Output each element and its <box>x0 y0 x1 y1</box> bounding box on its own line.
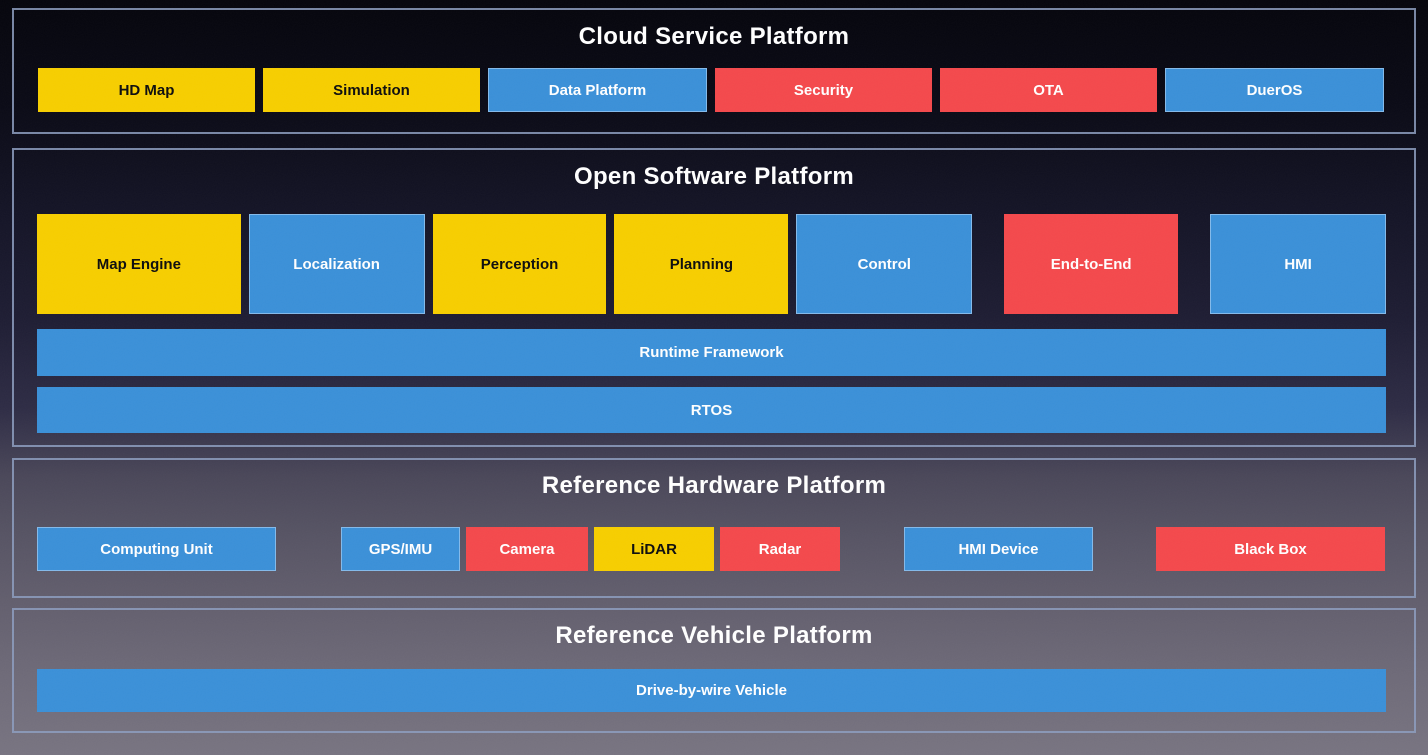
box-perception: Perception <box>432 214 607 314</box>
box-planning: Planning <box>614 214 789 314</box>
box-radar: Radar <box>720 527 840 571</box>
open-software-platform-section: Open Software Platform Map Engine Locali… <box>12 148 1416 447</box>
bar-drive-by-wire-vehicle: Drive-by-wire Vehicle <box>37 669 1386 712</box>
bar-runtime-framework: Runtime Framework <box>37 329 1386 376</box>
box-computing-unit: Computing Unit <box>37 527 276 571</box>
box-ota: OTA <box>940 68 1157 112</box>
box-lidar: LiDAR <box>594 527 714 571</box>
software-modules-row: Map Engine Localization Perception Plann… <box>37 214 1387 314</box>
hardware-items-row: Computing Unit GPS/IMU Camera LiDAR Rada… <box>37 527 1385 571</box>
box-map-engine: Map Engine <box>37 214 241 314</box>
software-section-title: Open Software Platform <box>574 163 854 190</box>
box-gps-imu: GPS/IMU <box>341 527 460 571</box>
box-end-to-end: End-to-End <box>1004 214 1179 314</box>
box-localization: Localization <box>248 214 425 314</box>
reference-vehicle-platform-section: Reference Vehicle Platform Drive-by-wire… <box>12 608 1416 733</box>
box-security: Security <box>715 68 932 112</box>
box-simulation: Simulation <box>263 68 480 112</box>
cloud-service-platform-section: Cloud Service Platform HD Map Simulation… <box>12 8 1416 134</box>
box-hmi-device: HMI Device <box>904 527 1093 571</box>
reference-hardware-platform-section: Reference Hardware Platform Computing Un… <box>12 458 1416 598</box>
hardware-section-title: Reference Hardware Platform <box>541 472 887 499</box>
box-camera: Camera <box>466 527 588 571</box>
box-control: Control <box>796 214 973 314</box>
cloud-items-row: HD Map Simulation Data Platform Security… <box>38 68 1384 112</box>
box-dueros: DuerOS <box>1165 68 1384 112</box>
cloud-section-title: Cloud Service Platform <box>578 23 850 50</box>
box-data-platform: Data Platform <box>488 68 707 112</box>
box-black-box: Black Box <box>1156 527 1385 571</box>
bar-rtos: RTOS <box>37 387 1386 433</box>
box-hmi: HMI <box>1210 214 1387 314</box>
vehicle-section-title: Reference Vehicle Platform <box>555 622 873 649</box>
box-hd-map: HD Map <box>38 68 255 112</box>
